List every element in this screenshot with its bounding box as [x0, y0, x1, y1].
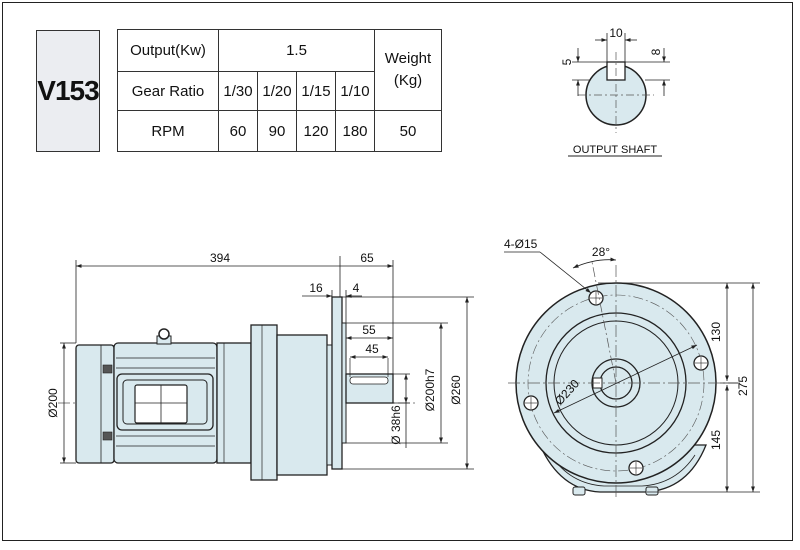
- output-label: Output(Kw): [117, 29, 219, 72]
- spigot-diameter-label: Ø200h7: [423, 368, 437, 411]
- side-view: 394 65 16 4 55 45 Ø200 Ø 38h6 Ø200h7: [46, 251, 474, 481]
- weight-value: 50: [374, 110, 442, 152]
- flange-thickness-label: 16: [309, 281, 323, 295]
- rpm-cell: 90: [257, 110, 297, 152]
- key-length-label: 45: [365, 342, 379, 356]
- gear-ratio-cell: 1/30: [218, 71, 258, 111]
- weight-label-line1: Weight: [384, 50, 432, 67]
- key-depth-left-label: 5: [560, 58, 574, 65]
- output-value: 1.5: [218, 29, 375, 72]
- output-shaft-view: 10 5 8 OUTPUT SHAFT: [560, 26, 670, 157]
- gear-ratio-cell: 1/10: [335, 71, 375, 111]
- rpm-label: RPM: [117, 110, 219, 152]
- spec-table: Output(Kw) 1.5 Weight (Kg) Gear Ratio 1/…: [117, 29, 442, 152]
- bolt-holes-label: 4-Ø15: [504, 237, 538, 251]
- shaft-diameter-label: Ø 38h6: [389, 405, 403, 445]
- shaft-length-label: 55: [362, 323, 376, 337]
- drawing-frame: [2, 2, 793, 541]
- spigot-depth-label: 4: [353, 281, 360, 295]
- weight-label: Weight (Kg): [374, 29, 442, 111]
- hole-angle-label: 28°: [592, 245, 610, 259]
- output-shaft-caption: OUTPUT SHAFT: [573, 144, 657, 156]
- lifting-eye-icon: [158, 328, 170, 340]
- total-height-label: 275: [736, 376, 750, 396]
- overall-length-label: 394: [210, 251, 230, 265]
- gear-flange: [250, 324, 278, 481]
- model-label: V153: [36, 30, 100, 152]
- front-view: 4-Ø15 28° Ø230 130 145 275: [504, 237, 760, 500]
- rpm-cell: 180: [335, 110, 375, 152]
- lower-height-label: 145: [709, 430, 723, 450]
- output-flange: [331, 296, 343, 470]
- motor-adapter: [216, 342, 252, 464]
- gear-housing: [276, 334, 328, 476]
- upper-height-label: 130: [709, 322, 723, 342]
- flange-to-end-label: 65: [360, 251, 374, 265]
- key-depth-right-label: 8: [649, 48, 663, 55]
- key-width-label: 10: [609, 26, 623, 40]
- motor-diameter-label: Ø200: [46, 388, 60, 418]
- flange-diameter-label: Ø260: [449, 375, 463, 405]
- weight-label-line2: (Kg): [393, 72, 423, 89]
- motor-end-cap: [75, 344, 115, 464]
